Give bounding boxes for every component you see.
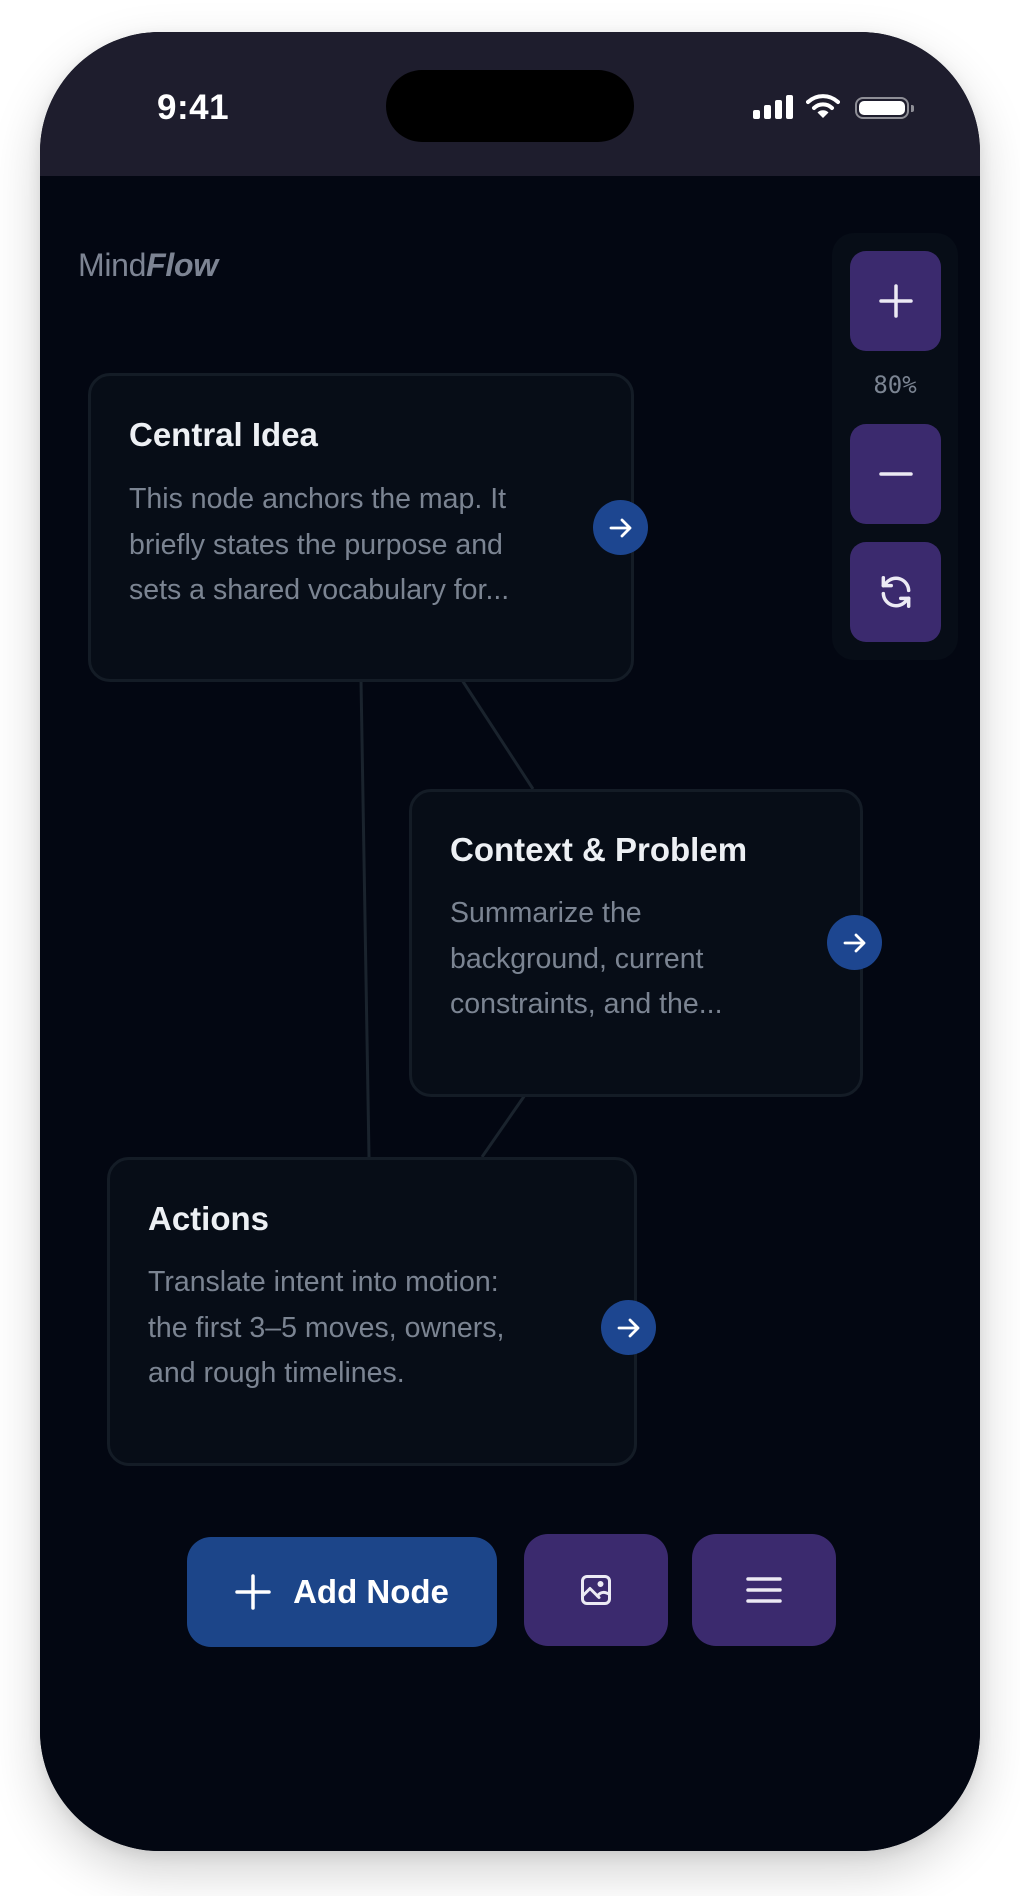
arrow-right-icon bbox=[609, 518, 631, 537]
node-actions-expand-button[interactable] bbox=[601, 1300, 656, 1355]
node-body-line: briefly states the purpose and bbox=[129, 528, 503, 561]
status-time: 9:41 bbox=[157, 88, 230, 127]
arrow-right-icon bbox=[617, 1318, 639, 1337]
plus-icon bbox=[878, 284, 913, 318]
zoom-controls: 80% bbox=[832, 233, 958, 660]
arrow-right-icon bbox=[843, 933, 865, 952]
image-icon bbox=[581, 1575, 611, 1605]
node-actions[interactable]: Actions Translate intent into motion: th… bbox=[107, 1157, 637, 1466]
node-body-line: and rough timelines. bbox=[148, 1357, 405, 1389]
node-body: This node anchors the map. It briefly st… bbox=[129, 477, 509, 614]
logo-text-italic: Flow bbox=[146, 247, 218, 283]
phone-frame: 9:41 MindFlow Central Idea bbox=[40, 32, 980, 1851]
connector-central-to-context bbox=[460, 679, 535, 790]
node-title: Central Idea bbox=[129, 416, 318, 453]
plus-icon bbox=[235, 1574, 271, 1610]
cellular-signal-icon bbox=[753, 95, 793, 119]
reset-view-button[interactable] bbox=[850, 542, 941, 642]
node-body-line: Summarize the bbox=[450, 897, 642, 929]
mind-map-canvas[interactable]: MindFlow Central Idea This node anchors … bbox=[40, 176, 980, 1851]
node-body-line: background, current bbox=[450, 942, 704, 975]
insert-image-button[interactable] bbox=[524, 1534, 668, 1646]
battery-icon bbox=[855, 97, 914, 119]
logo-text-regular: Mind bbox=[78, 247, 147, 283]
node-body-line: sets a shared vocabulary for... bbox=[129, 574, 510, 606]
hamburger-menu-icon bbox=[746, 1577, 782, 1603]
node-context-problem-expand-button[interactable] bbox=[827, 915, 882, 970]
node-title: Context & Problem bbox=[450, 831, 748, 868]
connector-central-to-actions bbox=[359, 679, 371, 1158]
menu-button[interactable] bbox=[692, 1534, 836, 1646]
node-body-line: constraints, and the... bbox=[450, 988, 723, 1020]
app-logo: MindFlow bbox=[78, 247, 218, 284]
node-central-idea-expand-button[interactable] bbox=[593, 500, 648, 555]
node-body-line: the first 3–5 moves, owners, bbox=[148, 1311, 505, 1344]
add-node-button[interactable]: Add Node bbox=[187, 1537, 497, 1647]
node-body: Translate intent into motion: the first … bbox=[148, 1260, 504, 1397]
node-body-line: This node anchors the map. It bbox=[129, 483, 507, 515]
zoom-level-indicator: 80% bbox=[873, 371, 917, 399]
refresh-icon bbox=[881, 576, 910, 608]
node-body-line: Translate intent into motion: bbox=[148, 1266, 499, 1298]
zoom-in-button[interactable] bbox=[850, 251, 941, 351]
dynamic-island bbox=[386, 70, 634, 142]
node-central-idea[interactable]: Central Idea This node anchors the map. … bbox=[88, 373, 634, 682]
status-bar: 9:41 bbox=[40, 32, 980, 176]
wifi-icon bbox=[806, 94, 840, 118]
minus-icon bbox=[878, 472, 913, 476]
zoom-out-button[interactable] bbox=[850, 424, 941, 524]
connector-context-to-actions bbox=[480, 1094, 527, 1158]
node-context-problem[interactable]: Context & Problem Summarize the backgrou… bbox=[409, 789, 863, 1097]
node-body: Summarize the background, current constr… bbox=[450, 891, 723, 1028]
add-node-label: Add Node bbox=[293, 1573, 449, 1610]
node-title: Actions bbox=[148, 1200, 270, 1237]
